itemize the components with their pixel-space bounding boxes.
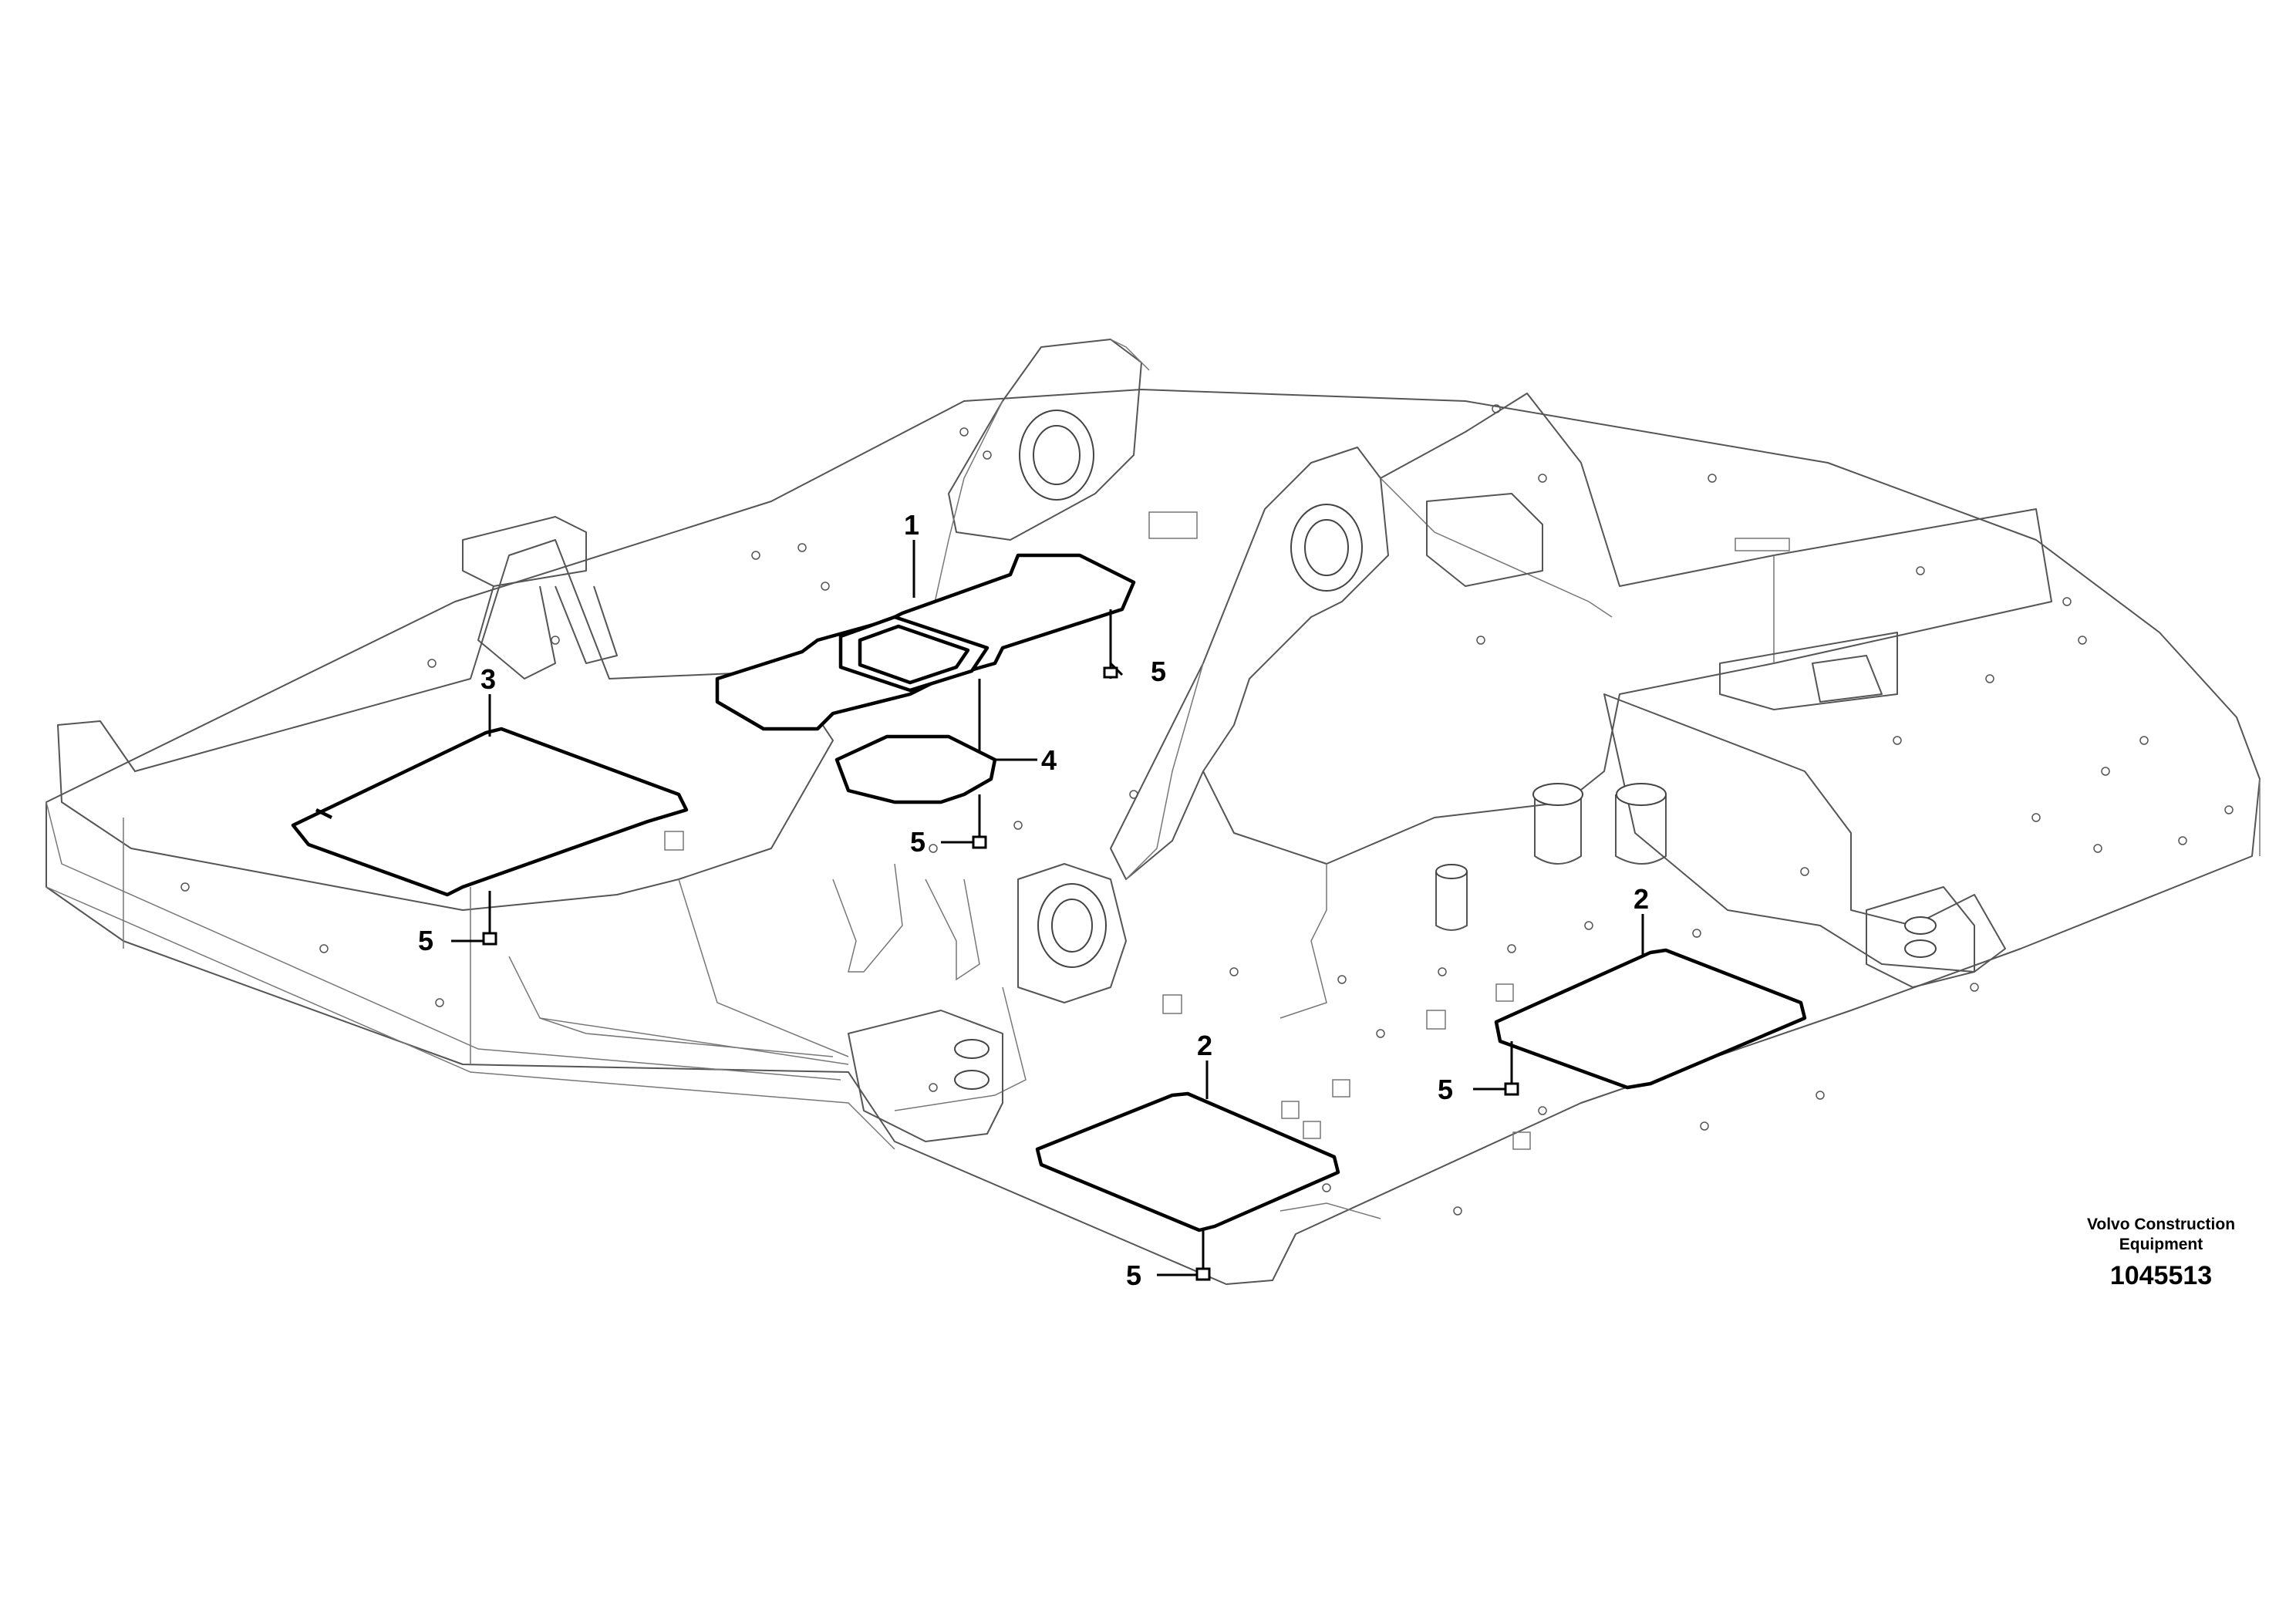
bolt-icon	[972, 835, 987, 849]
upper-frame	[46, 339, 2261, 1285]
bolt-icon	[1504, 1082, 1519, 1096]
drawing-number: 1045513	[2110, 1261, 2212, 1290]
callout-5-front: 5	[1126, 1259, 1141, 1291]
callout-1: 1	[904, 509, 919, 541]
callout-3: 3	[480, 663, 496, 695]
part-3-left-floor-plate	[291, 694, 689, 946]
callout-2-front: 2	[1197, 1030, 1212, 1061]
callout-4: 4	[1041, 744, 1057, 776]
part-2-right-floor-plate	[1473, 914, 1807, 1096]
part-2-front-floor-plate	[1035, 1061, 1340, 1281]
bolt-icon	[1103, 662, 1118, 679]
drawing-identification: Volvo Construction Equipment 1045513	[2087, 1216, 2235, 1290]
callout-2-right: 2	[1633, 883, 1649, 915]
bolt-icon	[1195, 1267, 1211, 1281]
part-4-small-cover	[834, 734, 1037, 849]
callout-labels: 1 5 3 4 5 5 2 5 2 5	[418, 509, 1649, 1291]
brand-line-2: Equipment	[2119, 1236, 2203, 1253]
callout-5-top: 5	[1151, 656, 1166, 687]
callout-5-right: 5	[1438, 1074, 1453, 1105]
part-1-top-cover-plate	[715, 540, 1136, 764]
brand-line-1: Volvo Construction	[2087, 1216, 2235, 1233]
callout-5-mid: 5	[910, 826, 925, 858]
callout-5-left: 5	[418, 925, 433, 956]
bolt-icon	[482, 932, 497, 946]
